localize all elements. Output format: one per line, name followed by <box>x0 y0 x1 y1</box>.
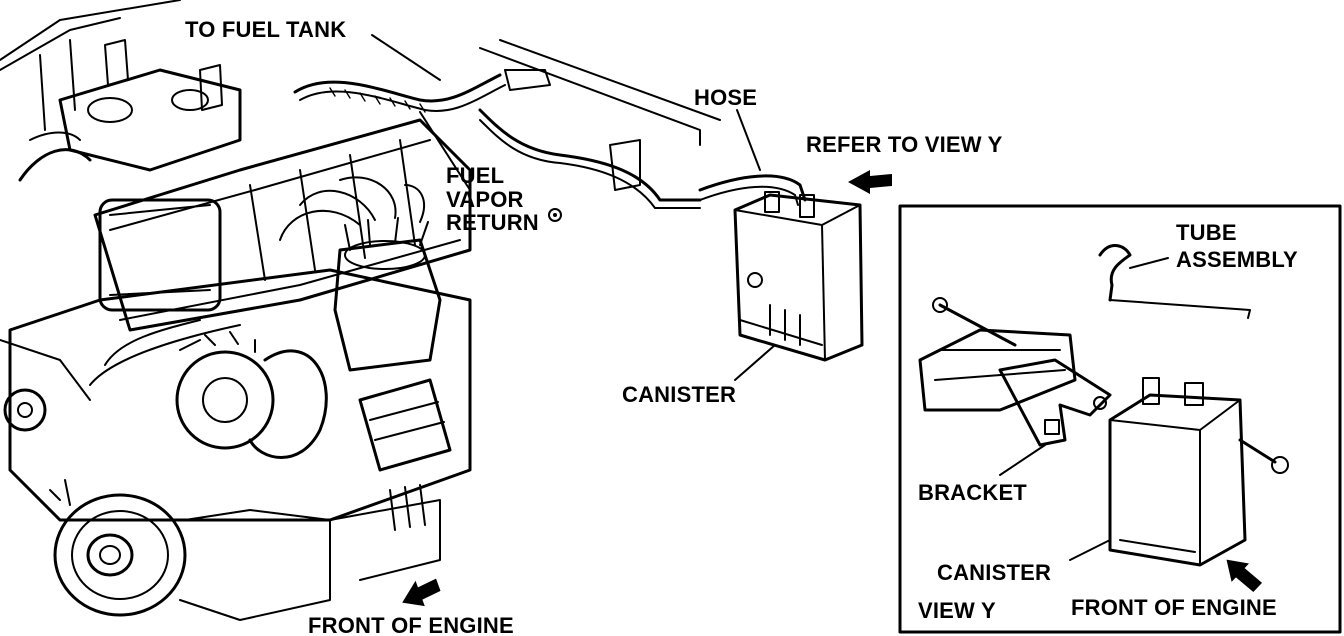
label-refer-to-view-y: REFER TO VIEW Y <box>806 132 1003 157</box>
label-fuel-vapor-return-line2: VAPOR <box>446 187 524 212</box>
engine-drawing <box>0 0 472 621</box>
label-canister-main: CANISTER <box>622 382 736 407</box>
main-canister <box>733 191 864 362</box>
label-to-fuel-tank: TO FUEL TANK <box>185 17 346 42</box>
label-hose: HOSE <box>694 85 757 110</box>
label-bracket: BRACKET <box>918 480 1027 505</box>
label-fuel-vapor-return-line3: RETURN <box>446 210 539 235</box>
label-canister-inset: CANISTER <box>937 560 1051 585</box>
label-tube-assembly-line1: TUBE <box>1176 220 1237 245</box>
label-view-y: VIEW Y <box>918 598 996 623</box>
label-front-of-engine-inset: FRONT OF ENGINE <box>1071 595 1277 620</box>
vapor-lines <box>293 39 807 222</box>
main-leaders <box>371 34 892 607</box>
label-front-of-engine-main: FRONT OF ENGINE <box>308 613 514 636</box>
view-y-inset <box>898 204 1342 634</box>
label-fuel-vapor-return-line1: FUEL <box>446 163 504 188</box>
label-tube-assembly-line2: ASSEMBLY <box>1176 247 1298 272</box>
